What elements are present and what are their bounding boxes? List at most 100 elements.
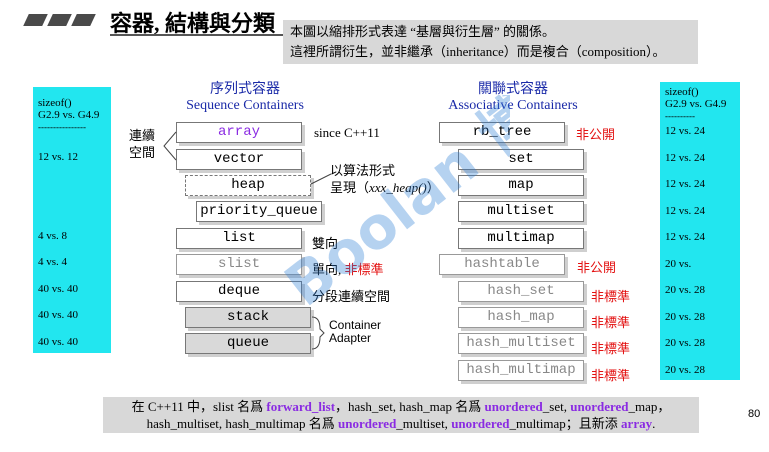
container-hashtable: hashtable (439, 254, 565, 275)
container-array: array (176, 122, 302, 143)
footer-highlight: unordered (484, 399, 543, 414)
right-panel-value: 20 vs. 28 (665, 284, 706, 296)
hash-map-nonstandard-label: 非標準 (591, 315, 631, 330)
page-number: 80 (748, 408, 761, 420)
intro-note-box: 本圖以縮排形式表達 “基層與衍生層” 的關係。 這裡所謂衍生，並非繼承（inhe… (283, 20, 698, 64)
right-panel-value: 12 vs. 24 (665, 125, 706, 137)
left-panel-value: 4 vs. 8 (38, 230, 68, 242)
container-hash-multimap: hash_multimap (458, 360, 584, 381)
contiguous-label-line-2: 空間 (129, 145, 156, 160)
sequence-heading-en: Sequence Containers (186, 98, 304, 113)
title-underline (110, 34, 285, 36)
footer-highlight: unordered (451, 416, 510, 431)
right-panel-value: 20 vs. (665, 258, 692, 270)
container-adapter-line-2: Adapter (329, 331, 372, 345)
left-panel-value: 40 vs. 40 (38, 309, 79, 321)
slist-note-prefix: 單向, (312, 262, 345, 277)
right-panel-value: 20 vs. 28 (665, 337, 706, 349)
footer-highlight: unordered (570, 399, 629, 414)
rb-tree-nonpublic-label: 非公開 (576, 127, 616, 142)
intro-note-line-2: 這裡所謂衍生，並非繼承（inheritance）而是複合（composition… (290, 44, 666, 59)
container-multimap: multimap (458, 228, 584, 249)
associative-heading: 關聯式容器 Associative Containers (438, 82, 588, 114)
footer-highlight: unordered (338, 416, 397, 431)
left-sizeof-panel: sizeof() G2.9 vs. G4.9 ---------------- … (33, 87, 111, 353)
right-panel-value: 20 vs. 28 (665, 364, 706, 376)
right-panel-value: 12 vs. 24 (665, 178, 706, 190)
container-hash-map: hash_map (458, 307, 584, 328)
container-stack: stack (185, 307, 311, 328)
footer-note-box: 在 C++11 中，slist 名爲 forward_list，hash_set… (103, 397, 699, 433)
container-adapter-label: Container Adapter (329, 319, 381, 345)
heap-note: 以算法形式 呈現（xxx_heap()） (330, 162, 440, 196)
container-rb-tree: rb_tree (439, 122, 565, 143)
hashtable-nonpublic-label: 非公開 (577, 260, 617, 275)
footer-text: . (652, 416, 656, 431)
contiguous-label: 連續 空間 (129, 127, 155, 161)
footer-text: 在 C++11 中，slist 名爲 (131, 399, 267, 414)
footer-text: hash_multiset, hash_multimap 名爲 (146, 416, 339, 431)
left-panel-heading-1: sizeof() (38, 97, 72, 109)
right-panel-value: 12 vs. 24 (665, 231, 706, 243)
container-list: list (176, 228, 302, 249)
footer-text: ，hash_set, hash_map 名爲 (335, 399, 485, 414)
container-priority-queue: priority_queue (196, 201, 322, 222)
right-panel-value: 20 vs. 28 (665, 311, 706, 323)
footer-line-1: 在 C++11 中，slist 名爲 forward_list，hash_set… (103, 397, 699, 415)
left-panel-separator: ---------------- (38, 122, 86, 132)
container-vector: vector (176, 149, 302, 170)
right-panel-value: 12 vs. 24 (665, 152, 706, 164)
container-queue: queue (185, 333, 311, 354)
heap-note-line-2: 呈現（xxx_heap()） (330, 179, 440, 196)
container-multiset: multiset (458, 201, 584, 222)
page-title: 容器, 結構與分類 (110, 11, 276, 36)
right-panel-heading-2: G2.9 vs. G4.9 (665, 98, 727, 110)
left-panel-value: 40 vs. 40 (38, 336, 79, 348)
array-note: since C++11 (314, 125, 380, 140)
sequence-heading-zh: 序列式容器 (210, 82, 280, 97)
slist-note-nonstandard: 非標準 (344, 262, 384, 277)
hash-set-nonstandard-label: 非標準 (591, 289, 631, 304)
left-panel-heading-2: G2.9 vs. G4.9 (38, 109, 100, 121)
heap-note-pointer (310, 173, 332, 185)
contiguous-bracket (163, 131, 177, 161)
heap-note-prefix: 呈現（ (330, 180, 370, 195)
list-note: 雙向 (312, 236, 339, 251)
footer-line-2: hash_multiset, hash_multimap 名爲 unordere… (103, 415, 699, 432)
footer-highlight: forward_list (266, 399, 336, 414)
container-hash-multiset: hash_multiset (458, 333, 584, 354)
title-decoration-bars (23, 13, 98, 31)
footer-text: _multiset, (396, 416, 452, 431)
right-panel-heading-1: sizeof() (665, 86, 699, 98)
container-map: map (458, 175, 584, 196)
heap-note-suffix: ） (426, 180, 440, 195)
heap-note-line-1: 以算法形式 (330, 163, 396, 178)
hash-multiset-nonstandard-label: 非標準 (591, 341, 631, 356)
container-slist: slist (176, 254, 302, 275)
container-heap: heap (185, 175, 311, 196)
associative-heading-en: Associative Containers (448, 98, 578, 113)
slist-note: 單向, 非標準 (312, 259, 384, 278)
footer-highlight: array (621, 416, 653, 431)
right-panel-separator: ---------- (665, 111, 695, 121)
footer-text: _map， (628, 399, 671, 414)
associative-heading-zh: 關聯式容器 (478, 82, 548, 97)
left-panel-value: 12 vs. 12 (38, 151, 79, 163)
container-set: set (458, 149, 584, 170)
heap-note-function: xxx_heap() (369, 180, 427, 195)
container-deque: deque (176, 281, 302, 302)
right-panel-value: 12 vs. 24 (665, 205, 706, 217)
right-sizeof-panel: sizeof() G2.9 vs. G4.9 ---------- 12 vs.… (660, 82, 740, 380)
intro-note-line-1: 本圖以縮排形式表達 “基層與衍生層” 的關係。 (290, 24, 556, 39)
adapter-bracket (311, 316, 325, 350)
hash-multimap-nonstandard-label: 非標準 (591, 368, 631, 383)
footer-text: _set, (542, 399, 571, 414)
deque-note: 分段連續空間 (312, 289, 391, 304)
left-panel-value: 40 vs. 40 (38, 283, 79, 295)
container-hash-set: hash_set (458, 281, 584, 302)
left-panel-value: 4 vs. 4 (38, 256, 68, 268)
footer-text: _multimap；且新添 (509, 416, 622, 431)
sequence-heading: 序列式容器 Sequence Containers (175, 82, 315, 114)
contiguous-label-line-1: 連續 (129, 128, 156, 143)
container-adapter-line-1: Container (329, 318, 382, 332)
